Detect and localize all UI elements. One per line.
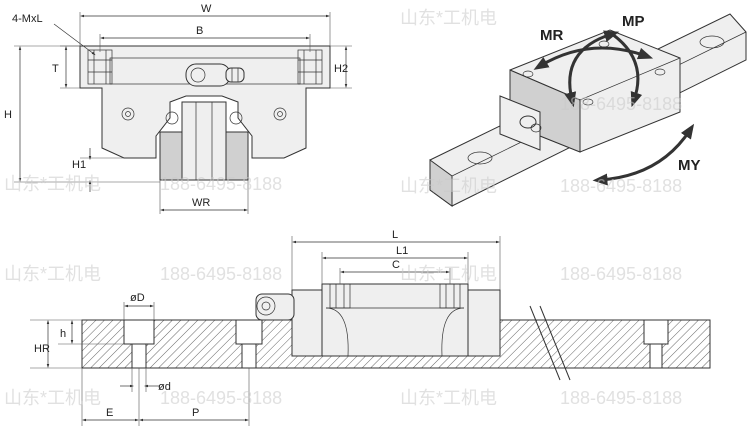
dim-hr-label: HR	[34, 343, 50, 355]
rail-hole-2	[235, 319, 263, 369]
dim-h2-label: H2	[334, 63, 348, 75]
isometric-view: MR MP MY	[429, 13, 747, 207]
svg-text:188-6495-8188: 188-6495-8188	[560, 94, 682, 114]
dim-t-label: T	[52, 63, 59, 75]
moment-mp-label: MP	[622, 13, 645, 30]
svg-text:山东*工机电: 山东*工机电	[4, 264, 101, 284]
grease-nipple-side	[255, 293, 295, 321]
rail-hole-3	[643, 319, 669, 369]
svg-text:山东*工机电: 山东*工机电	[400, 176, 497, 196]
dim-h-small-label: h	[60, 328, 66, 340]
dim-h-label: H	[4, 109, 12, 121]
side-view: L L1 C øD ød HR h E	[30, 229, 711, 426]
dim-phi-d-small-label: ød	[158, 381, 171, 393]
dim-c-label: C	[392, 259, 400, 271]
svg-text:188-6495-8188: 188-6495-8188	[160, 388, 282, 408]
svg-text:188-6495-8188: 188-6495-8188	[160, 174, 282, 194]
dim-l1-label: L1	[396, 245, 408, 257]
dim-w-label: W	[201, 3, 212, 15]
watermark: 山东*工机电 188-6495-8188 山东*工机电 188-6495-818…	[4, 8, 682, 408]
svg-text:山东*工机电: 山东*工机电	[4, 388, 101, 408]
svg-text:山东*工机电: 山东*工机电	[400, 8, 497, 28]
grease-nipple-front	[185, 63, 245, 87]
svg-text:188-6495-8188: 188-6495-8188	[560, 388, 682, 408]
dim-e-label: E	[106, 407, 113, 419]
svg-text:188-6495-8188: 188-6495-8188	[160, 264, 282, 284]
dim-l-label: L	[392, 229, 398, 241]
svg-text:山东*工机电: 山东*工机电	[4, 174, 101, 194]
dim-b-label: B	[196, 25, 203, 37]
dim-wr-label: WR	[192, 197, 210, 209]
moment-mr-label: MR	[540, 27, 563, 44]
rail-hole-1	[123, 319, 155, 369]
dim-h1-label: H1	[72, 159, 86, 171]
svg-text:山东*工机电: 山东*工机电	[400, 388, 497, 408]
svg-text:188-6495-8188: 188-6495-8188	[560, 264, 682, 284]
moment-my-label: MY	[678, 157, 701, 174]
dim-mxl-label: 4-MxL	[12, 13, 43, 25]
dim-p-label: P	[192, 407, 199, 419]
dim-phi-d-big-label: øD	[130, 292, 145, 304]
front-view: W B 4-MxL T H H1 H2 WR	[4, 3, 352, 214]
svg-text:山东*工机电: 山东*工机电	[400, 264, 497, 284]
svg-text:188-6495-8188: 188-6495-8188	[560, 176, 682, 196]
